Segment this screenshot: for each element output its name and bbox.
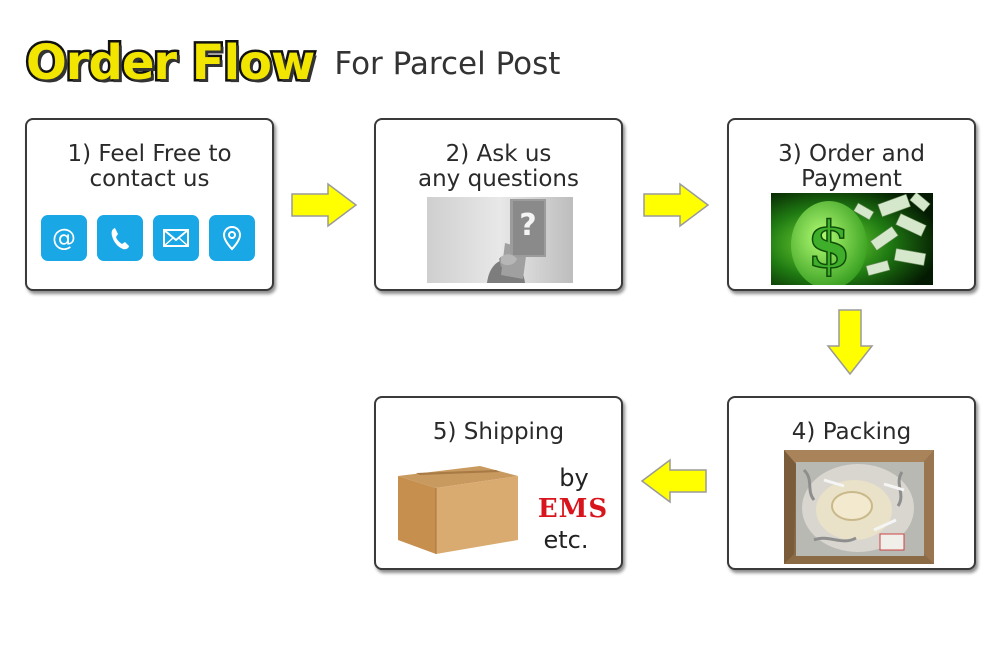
svg-text:$: $ [807, 208, 852, 283]
shipping-by-text: by [559, 464, 589, 492]
step-label: 5) Shipping [376, 420, 621, 445]
step-label: 1) Feel Free to contact us [27, 142, 272, 192]
step-label-line1: 5) Shipping [432, 419, 565, 445]
step-label-line1: 4) Packing [791, 419, 912, 445]
page-subtitle: For Parcel Post [334, 46, 561, 82]
step-label: 3) Order and Payment [729, 142, 974, 192]
packing-image [784, 450, 934, 564]
svg-text:?: ? [519, 208, 536, 243]
step-label-line2: any questions [418, 166, 579, 192]
arrow-down-icon [826, 308, 874, 380]
step-contact: 1) Feel Free to contact us @ [25, 118, 274, 291]
step-order-payment: 3) Order and Payment $ [727, 118, 976, 291]
page-title: Order Flow [23, 33, 317, 94]
step-label-line2: contact us [89, 166, 210, 192]
step-shipping: 5) Shipping by EMS etc. [374, 396, 623, 570]
page-title-area: Order Flow For Parcel Post [23, 22, 561, 94]
location-pin-icon [209, 215, 255, 261]
at-sign-icon: @ [41, 215, 87, 261]
step-packing: 4) Packing [727, 396, 976, 570]
contact-icons: @ [41, 215, 255, 261]
envelope-icon [153, 215, 199, 261]
carrier-logo: EMS [537, 494, 609, 524]
question-person-image: ? [427, 197, 573, 283]
payment-image: $ [771, 193, 933, 285]
shipping-etc-text: etc. [543, 526, 589, 554]
step-label-line1: 1) Feel Free to [67, 141, 232, 167]
step-questions: 2) Ask us any questions ? [374, 118, 623, 291]
arrow-right-icon [642, 182, 710, 232]
step-label-line2: Payment [801, 166, 902, 192]
phone-icon [97, 215, 143, 261]
arrow-left-icon [640, 458, 708, 508]
step-label: 2) Ask us any questions [376, 142, 621, 192]
step-label-line1: 2) Ask us [445, 141, 552, 167]
step-label: 4) Packing [729, 420, 974, 445]
svg-text:@: @ [52, 224, 76, 252]
cardboard-box-image [396, 460, 521, 556]
arrow-right-icon [290, 182, 358, 232]
step-label-line1: 3) Order and [778, 141, 925, 167]
